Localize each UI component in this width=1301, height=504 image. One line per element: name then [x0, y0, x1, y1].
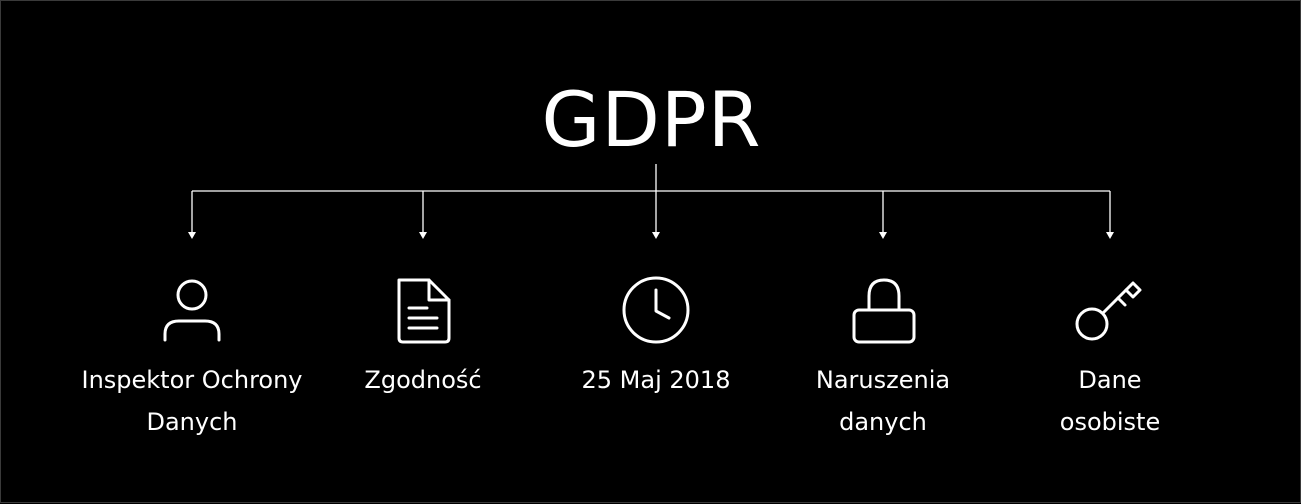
node-label-line: Inspektor Ochrony [81, 366, 303, 394]
node-label-data: 25 Maj 2018 [506, 359, 806, 401]
node-label-line: Naruszenia [815, 366, 951, 394]
node-label-inspektor: Inspektor Ochrony Danych [42, 359, 342, 443]
node-label-line: danych [839, 408, 927, 436]
document-icon [397, 278, 451, 344]
person-icon [163, 279, 221, 342]
clock-icon [622, 276, 690, 344]
arrowhead-zgodnosc [419, 232, 427, 239]
node-label-dane: Dane osobiste [960, 359, 1260, 443]
node-label-naruszenia: Naruszenia danych [733, 359, 1033, 443]
arrowhead-inspektor [188, 232, 196, 239]
arrowhead-data [652, 232, 660, 239]
node-label-line: osobiste [1059, 408, 1161, 436]
key-icon [1075, 281, 1142, 341]
node-label-line: Danych [146, 408, 238, 436]
arrowhead-dane [1106, 232, 1114, 239]
diagram-title: GDPR [541, 75, 762, 164]
lock-icon [852, 278, 916, 344]
node-label-line: 25 Maj 2018 [581, 366, 731, 394]
node-label-line: Zgodność [364, 366, 482, 394]
node-label-zgodnosc: Zgodność [273, 359, 573, 401]
node-label-line: Dane [1078, 366, 1142, 394]
arrowhead-naruszenia [879, 232, 887, 239]
